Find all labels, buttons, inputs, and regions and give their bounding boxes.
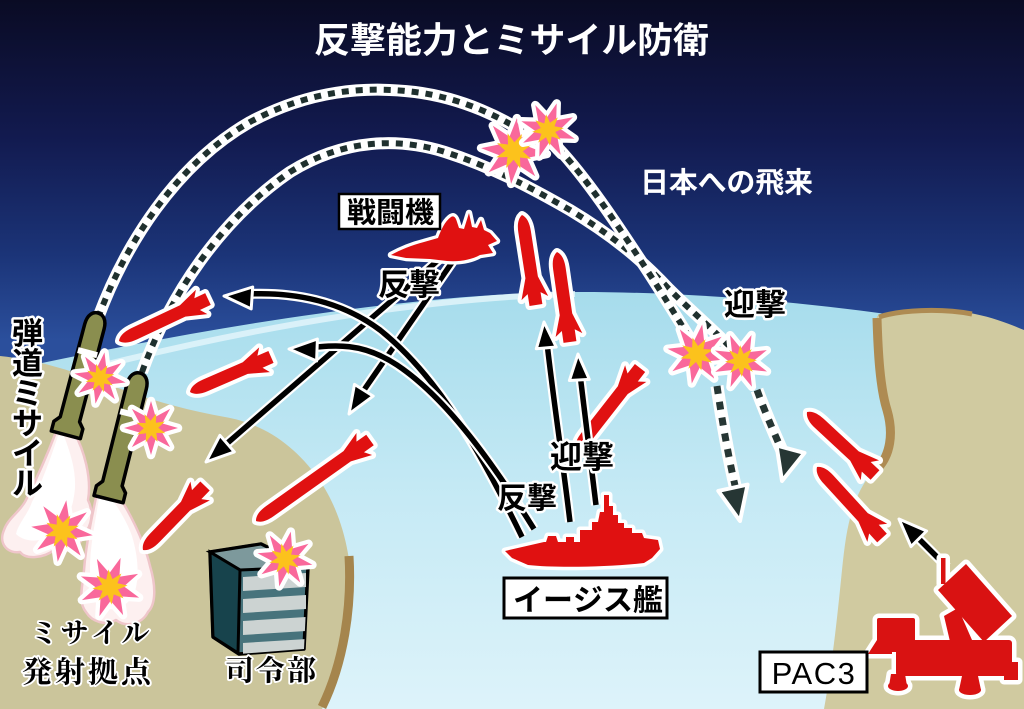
svg-text:PAC3: PAC3: [772, 656, 857, 691]
